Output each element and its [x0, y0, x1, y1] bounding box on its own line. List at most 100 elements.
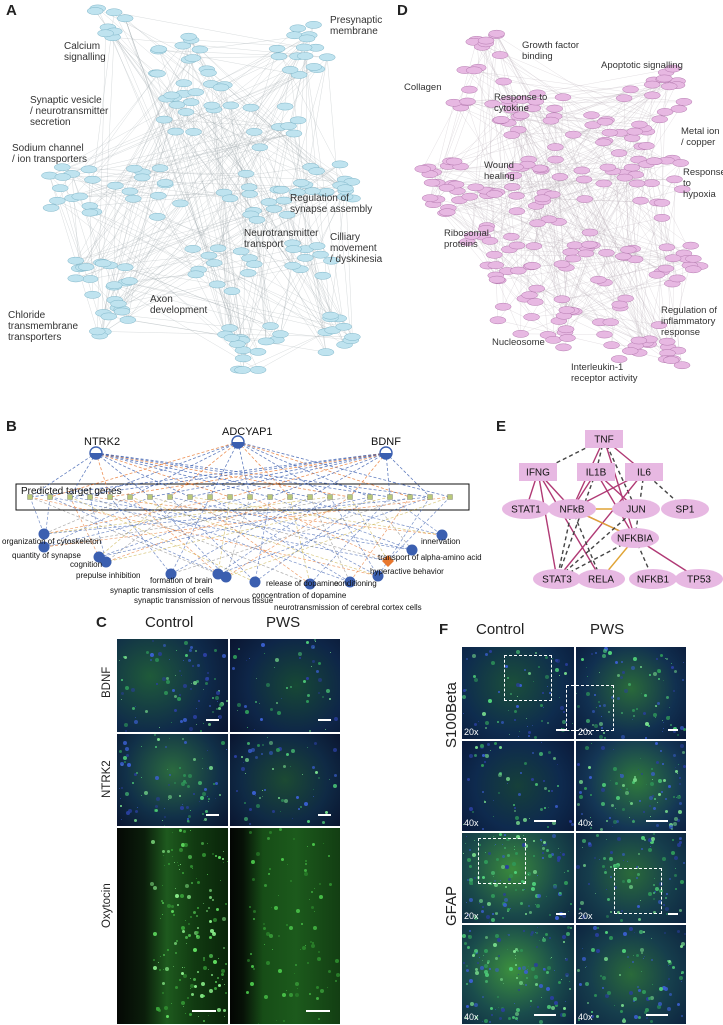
- micro-speckle: [216, 691, 221, 696]
- micro-speckle: [333, 717, 338, 722]
- micro-speckle: [627, 683, 631, 687]
- micro-speckle: [152, 639, 155, 642]
- micro-speckle: [636, 876, 639, 879]
- micro-speckle: [124, 723, 129, 728]
- micro-speckle: [621, 670, 625, 674]
- cluster-sodium-channel: Sodium channel / ion transporters: [12, 143, 88, 165]
- micro-speckle: [168, 794, 173, 799]
- micro-speckle: [647, 847, 652, 852]
- micro-speckle: [542, 706, 544, 708]
- micro-speckle: [467, 946, 471, 950]
- micro-speckle: [128, 809, 133, 814]
- micro-speckle: [121, 699, 123, 701]
- network-node: [113, 307, 131, 316]
- micro-speckle: [325, 811, 329, 815]
- micro-speckle: [122, 756, 127, 761]
- network-node: [492, 115, 510, 124]
- micro-speckle: [562, 719, 567, 724]
- micro-speckle: [280, 799, 284, 803]
- micro-speckle: [173, 966, 175, 968]
- network-node: [554, 93, 572, 102]
- micro-speckle: [586, 667, 588, 669]
- node-label-stat1: STAT1: [511, 505, 541, 516]
- micro-speckle: [204, 810, 208, 814]
- micro-speckle: [640, 951, 643, 954]
- micro-speckle: [587, 676, 589, 678]
- micro-speckle: [295, 795, 299, 799]
- micro-speckle: [587, 842, 591, 846]
- micro-speckle: [153, 734, 156, 737]
- fn-synaptic-transmission-cells: synaptic transmission of cells: [110, 586, 214, 595]
- micro-speckle: [581, 914, 586, 919]
- micro-speckle: [517, 989, 520, 992]
- micro-speckle: [643, 1010, 647, 1014]
- network-node: [107, 181, 124, 190]
- micro-speckle: [680, 944, 684, 948]
- micro-speckle: [533, 974, 538, 979]
- micro-speckle: [613, 748, 615, 750]
- network-node: [242, 103, 260, 112]
- micro-speckle: [316, 997, 320, 1001]
- micro-speckle: [313, 789, 315, 791]
- micro-speckle: [494, 1009, 496, 1011]
- micro-speckle: [471, 853, 476, 858]
- panel-f-col-control: Control: [476, 621, 525, 638]
- scalebar-f-8: [646, 1014, 668, 1016]
- micro-speckle: [188, 814, 192, 818]
- micro-speckle: [512, 862, 517, 867]
- micro-speckle: [487, 852, 491, 856]
- micro-speckle: [631, 781, 635, 785]
- micro-speckle: [209, 953, 214, 958]
- network-node: [121, 187, 139, 196]
- micro-speckle: [185, 884, 190, 889]
- network-node: [615, 94, 633, 103]
- network-node: [596, 117, 614, 126]
- micro-speckle: [507, 907, 511, 911]
- edge-il1b-stat3: [555, 471, 597, 581]
- micro-speckle: [179, 979, 182, 982]
- micro-speckle: [536, 945, 539, 948]
- micro-speckle: [588, 747, 590, 748]
- micro-speckle: [490, 918, 495, 923]
- network-node: [489, 316, 507, 325]
- network-node: [659, 337, 676, 346]
- micro-speckle: [640, 899, 642, 901]
- micro-speckle: [303, 801, 308, 806]
- micro-c-oxytocin-control: [117, 828, 228, 1024]
- micro-speckle: [314, 639, 317, 641]
- micro-speckle: [176, 862, 178, 864]
- micro-speckle: [657, 801, 659, 803]
- micro-speckle: [545, 675, 550, 680]
- micro-speckle: [189, 660, 191, 662]
- micro-speckle: [490, 870, 495, 875]
- micro-speckle: [164, 864, 166, 866]
- micro-speckle: [650, 771, 655, 776]
- micro-speckle: [223, 861, 225, 863]
- micro-speckle: [626, 787, 629, 790]
- micro-speckle: [140, 795, 142, 796]
- micro-speckle: [531, 777, 535, 781]
- network-node: [503, 232, 520, 241]
- micro-speckle: [489, 649, 493, 653]
- micro-speckle: [322, 696, 325, 699]
- micro-speckle: [195, 723, 197, 725]
- cluster-apoptotic-signalling: Apoptotic signalling: [601, 60, 683, 71]
- network-node: [249, 366, 267, 374]
- micro-speckle: [333, 783, 338, 788]
- micro-speckle: [122, 656, 125, 659]
- micro-speckle: [505, 865, 510, 870]
- micro-speckle: [163, 953, 166, 956]
- micro-speckle: [533, 839, 536, 842]
- predicted-target-box: [15, 483, 470, 511]
- micro-speckle: [504, 833, 507, 836]
- micro-speckle: [213, 986, 217, 990]
- micro-speckle: [285, 752, 289, 756]
- micro-speckle: [543, 967, 547, 971]
- micro-speckle: [669, 877, 672, 880]
- micro-speckle: [546, 826, 549, 829]
- micro-speckle: [301, 923, 304, 926]
- micro-speckle: [248, 822, 251, 825]
- micro-speckle: [532, 854, 535, 857]
- network-node: [275, 196, 293, 205]
- micro-speckle: [528, 672, 532, 676]
